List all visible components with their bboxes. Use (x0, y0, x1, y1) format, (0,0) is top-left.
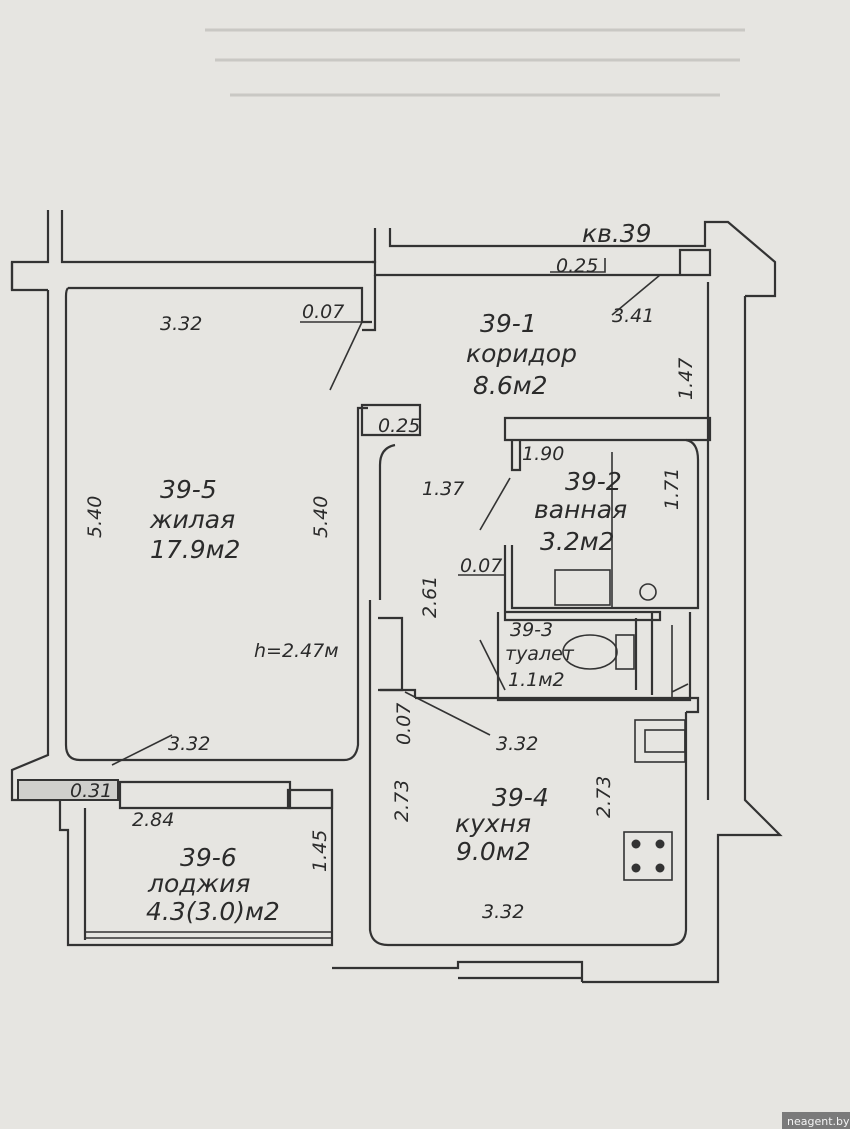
apartment-title: кв.39 (582, 219, 652, 248)
dim-bath-right: 1.71 (661, 468, 683, 510)
dim-loggia-right: 1.45 (309, 830, 331, 872)
dim-corridor-top: 3.41 (612, 305, 654, 327)
room-name: ванная (534, 495, 627, 524)
dim-corridor-side: 2.61 (419, 576, 441, 618)
room-area: 3.2м2 (540, 527, 615, 556)
room-area: 1.1м2 (508, 669, 565, 691)
kitchen-sink-outer (634, 719, 686, 763)
dim-loggia-top: 2.84 (132, 809, 174, 831)
svg-text:neagent.by: neagent.by (787, 1115, 850, 1128)
room-label-toilet: 39-3 туалет 1.1м2 (505, 619, 575, 691)
room-label-kitchen: 39-4 кухня 9.0м2 (455, 783, 549, 866)
dim-kitchen-partition: 0.07 (393, 703, 415, 745)
toilet-walls (496, 612, 692, 702)
ceiling-height: h=2.47м (254, 640, 339, 662)
dim-living-top: 3.32 (160, 313, 202, 335)
dim-kitchen-top: 3.32 (496, 733, 538, 755)
dim-wall-mid: 0.25 (378, 415, 420, 437)
dim-bath-partition: 0.07 (460, 555, 502, 577)
paper-bleed-through (205, 28, 745, 97)
dim-kitchen-left: 2.73 (391, 780, 413, 822)
bathtub-faucet (554, 569, 611, 606)
toilet-tank (615, 634, 635, 670)
dim-living-right: 5.40 (310, 496, 332, 538)
dim-wall-corner: 0.31 (70, 780, 112, 802)
room-area: 9.0м2 (456, 837, 531, 866)
room-label-loggia: 39-6 лоджия 4.3(3.0)м2 (146, 843, 280, 926)
room-area: 17.9м2 (150, 535, 240, 564)
sink-drain (639, 583, 657, 601)
room-id: 39-1 (480, 309, 537, 338)
room-id: 39-6 (180, 843, 237, 872)
dim-living-bottom: 3.32 (168, 733, 210, 755)
toilet-bowl (562, 634, 618, 670)
bathroom-walls (503, 438, 700, 622)
dim-living-left: 5.40 (84, 496, 106, 538)
room-id: 39-2 (565, 467, 622, 496)
room-id: 39-3 (510, 619, 553, 641)
dim-corridor-inner: 1.37 (422, 478, 464, 500)
room-area: 4.3(3.0)м2 (146, 897, 280, 926)
stove-icon (623, 831, 673, 881)
dimension-leaders (111, 258, 661, 766)
kitchen-sink-inner (644, 729, 686, 753)
kitchen-walls (368, 600, 700, 947)
loggia-walls (17, 779, 334, 947)
room-id: 39-5 (160, 475, 217, 504)
outer-walls (10, 210, 783, 984)
dim-kitchen-right: 2.73 (593, 776, 615, 818)
watermark: neagent.by (782, 1112, 850, 1129)
dim-wall-top: 0.25 (556, 255, 598, 277)
room-name: коридор (466, 339, 577, 368)
room-name: лоджия (147, 869, 250, 898)
dim-partition-living: 0.07 (302, 301, 344, 323)
dim-kitchen-bottom: 3.32 (482, 901, 524, 923)
room-area: 8.6м2 (473, 371, 548, 400)
room-label-living: 39-5 жилая 17.9м2 (149, 475, 240, 564)
room-name: жилая (149, 505, 235, 534)
room-label-corridor: 39-1 коридор 8.6м2 (466, 309, 577, 400)
room-name: кухня (455, 809, 531, 838)
room-name: туалет (505, 643, 575, 665)
room-id: 39-4 (492, 783, 549, 812)
dim-bath-top: 1.90 (522, 443, 564, 465)
dim-corridor-right: 1.47 (675, 358, 697, 400)
corridor-walls (360, 275, 712, 600)
room-label-bathroom: 39-2 ванная 3.2м2 (534, 467, 627, 556)
